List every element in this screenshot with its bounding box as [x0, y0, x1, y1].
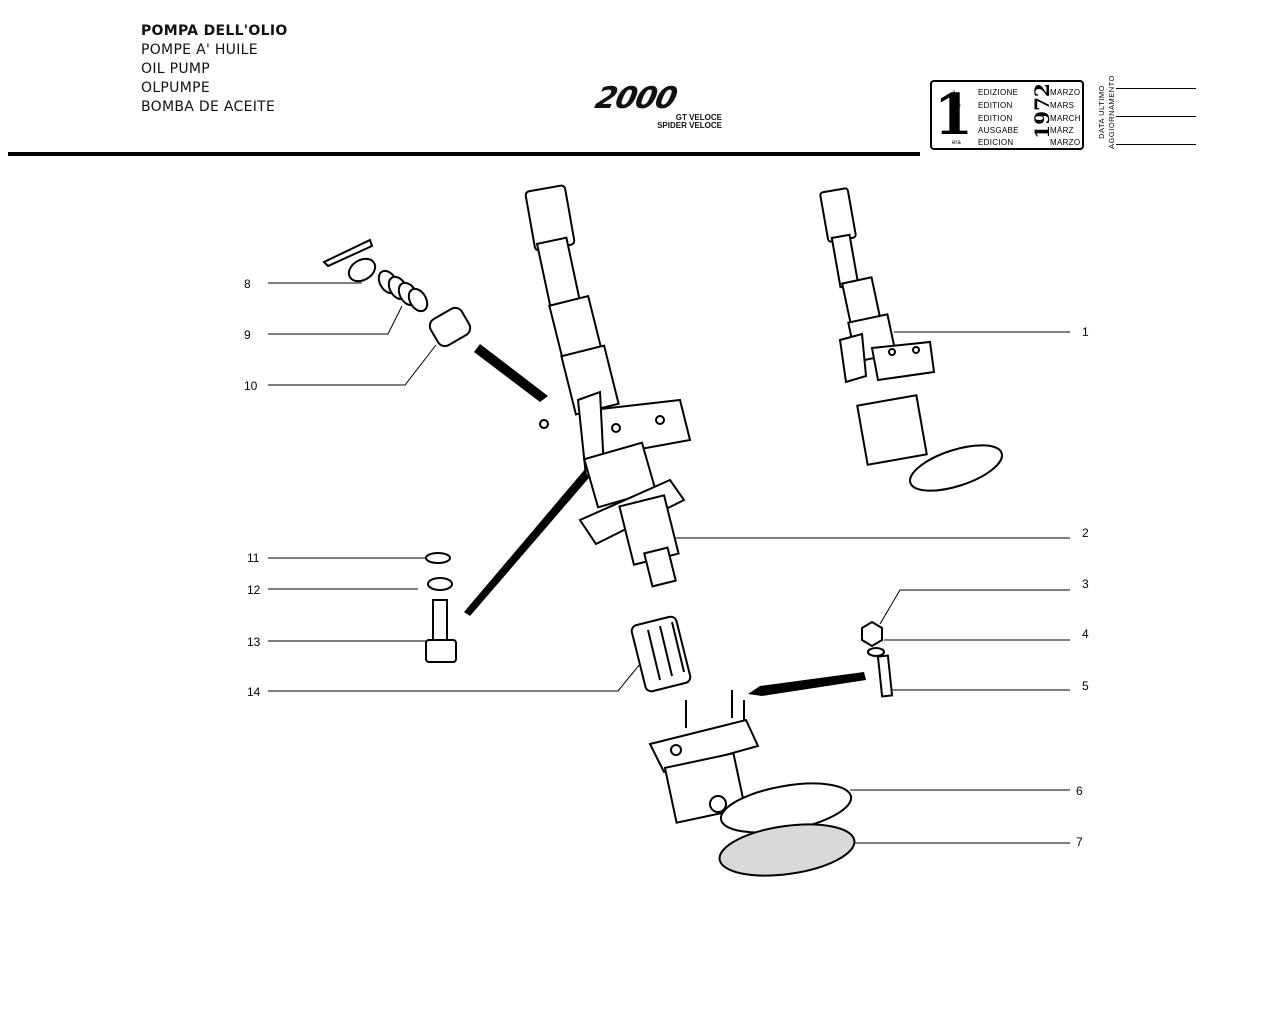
- edition-month: MARZO: [1050, 88, 1081, 97]
- edition-label: EDITION: [978, 114, 1013, 123]
- logo-line-gt-veloce: GT VELOCE: [675, 113, 722, 122]
- edition-sup: a: [952, 90, 956, 96]
- assembly-arrow: [748, 672, 866, 696]
- callout-labels: 8 9 10 11 12 13 14 1 2 3 4 5 6 7: [244, 277, 1089, 849]
- spring-washer: [427, 577, 453, 591]
- callout-7: 7: [1076, 835, 1083, 849]
- assembly-arrow: [464, 468, 594, 616]
- edition-label: EDITION: [978, 101, 1013, 110]
- callout-2: 2: [1082, 526, 1089, 540]
- spring: [377, 269, 429, 313]
- leader-line-3: [879, 589, 1070, 625]
- assembly-arrow: [474, 344, 548, 402]
- cap-ring: [347, 257, 377, 283]
- title-french: POMPE A' HUILE: [141, 42, 258, 58]
- relief-valve-parts: [322, 238, 472, 348]
- plunger: [428, 306, 472, 348]
- callout-13: 13: [247, 635, 261, 649]
- title-german: OLPUMPE: [141, 80, 210, 96]
- edition-number: 1: [934, 82, 973, 148]
- title-block: POMPA DELL'OLIO POMPE A' HUILE OIL PUMP …: [141, 22, 288, 117]
- edition-sup: st: [952, 116, 957, 122]
- nut: [861, 620, 883, 648]
- callout-11: 11: [247, 551, 260, 565]
- edition-box: 1 a ere st . era EDIZIONE EDITION EDITIO…: [930, 80, 1084, 150]
- edition-label: AUSGABE: [978, 126, 1019, 135]
- edition-sup: ere: [952, 103, 961, 109]
- callout-12: 12: [247, 583, 261, 597]
- fasteners-right: [861, 620, 894, 698]
- edition-month: MÄRZ: [1050, 126, 1074, 135]
- assembled-pump: [819, 187, 1003, 492]
- callout-9: 9: [244, 328, 251, 342]
- callout-3: 3: [1082, 577, 1089, 591]
- edition-month: MARCH: [1050, 114, 1081, 123]
- strainer-screen: [718, 823, 856, 877]
- pump-body: [648, 690, 853, 834]
- fasteners-left: [425, 552, 457, 663]
- header-rule: [8, 152, 920, 156]
- edition-label: EDICION: [978, 138, 1014, 147]
- logo-line-spider-veloce: SPIDER VELOCE: [657, 121, 722, 130]
- title-spanish: BOMBA DE ACEITE: [141, 99, 276, 115]
- title-english: OIL PUMP: [141, 61, 211, 77]
- stud: [876, 654, 894, 698]
- callout-5: 5: [1082, 679, 1089, 693]
- edition-label: EDIZIONE: [978, 88, 1019, 97]
- washer: [425, 552, 451, 564]
- edition-sup: era: [952, 140, 961, 146]
- update-date-line: [1116, 116, 1196, 117]
- edition-month: MARZO: [1050, 138, 1081, 147]
- edition-month: MARS: [1050, 101, 1075, 110]
- edition-sup: .: [952, 128, 954, 134]
- leader-line-9: [268, 305, 403, 335]
- callout-6: 6: [1076, 784, 1083, 798]
- update-date-line: [1116, 88, 1196, 89]
- bolt-shank: [432, 599, 448, 643]
- callout-8: 8: [244, 277, 251, 291]
- split-pin: [322, 238, 374, 268]
- driven-gear: [630, 615, 692, 693]
- callout-1: 1: [1082, 325, 1089, 339]
- update-date-line: [1116, 144, 1196, 145]
- leader-line-14: [268, 663, 641, 692]
- bolt-head: [425, 639, 457, 663]
- leader-line-10: [268, 344, 437, 386]
- callout-10: 10: [244, 379, 258, 393]
- callout-14: 14: [247, 685, 261, 699]
- stud-washer: [867, 647, 885, 657]
- title-italian: POMPA DELL'OLIO: [141, 23, 288, 39]
- model-logo: 2000 GT VELOCE SPIDER VELOCE: [592, 81, 728, 130]
- callout-4: 4: [1082, 627, 1089, 641]
- main-pump-assembly: [524, 184, 692, 588]
